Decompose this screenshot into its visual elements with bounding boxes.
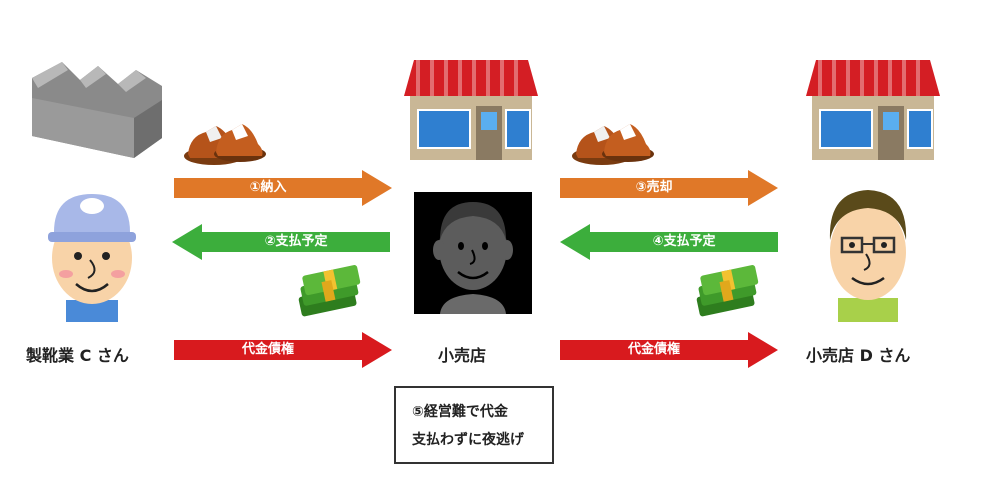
- dark-person: [414, 192, 532, 314]
- arrow-label: ④支払予定: [652, 234, 716, 249]
- money-icon: [298, 265, 361, 317]
- shoes-icon: [572, 124, 654, 165]
- arrow-label: ①納入: [249, 180, 287, 195]
- arrow-label: 代金債権: [627, 342, 680, 357]
- money-icon: [696, 265, 759, 317]
- arrow-label: ③売却: [635, 180, 673, 195]
- shop-icon: [404, 60, 538, 160]
- shoes-icon: [184, 124, 266, 165]
- arrow-daikin-saiken-2: 代金債権: [560, 332, 778, 368]
- worker-person: [48, 194, 136, 322]
- arrow-shiharai-yotei-1: ②支払予定: [172, 224, 390, 260]
- note-line-1: ⑤経営難で代金: [412, 404, 508, 420]
- arrow-label: ②支払予定: [264, 234, 328, 249]
- shop-icon: [806, 60, 940, 160]
- label-retailer-d: 小売店 D さん: [806, 346, 911, 365]
- arrow-shiharai-yotei-2: ④支払予定: [560, 224, 778, 260]
- arrow-nounyu: ①納入: [174, 170, 392, 206]
- arrow-label: 代金債権: [241, 342, 294, 357]
- glasses-person: [829, 190, 907, 322]
- note-line-2: 支払わずに夜逃げ: [412, 432, 524, 448]
- label-retailer: 小売店: [438, 346, 487, 365]
- note-box: ⑤経営難で代金 支払わずに夜逃げ: [394, 386, 554, 464]
- arrow-daikin-saiken-1: 代金債権: [174, 332, 392, 368]
- factory-icon: [32, 62, 162, 158]
- label-manufacturer: 製靴業 C さん: [26, 346, 129, 365]
- arrow-baikyaku: ③売却: [560, 170, 778, 206]
